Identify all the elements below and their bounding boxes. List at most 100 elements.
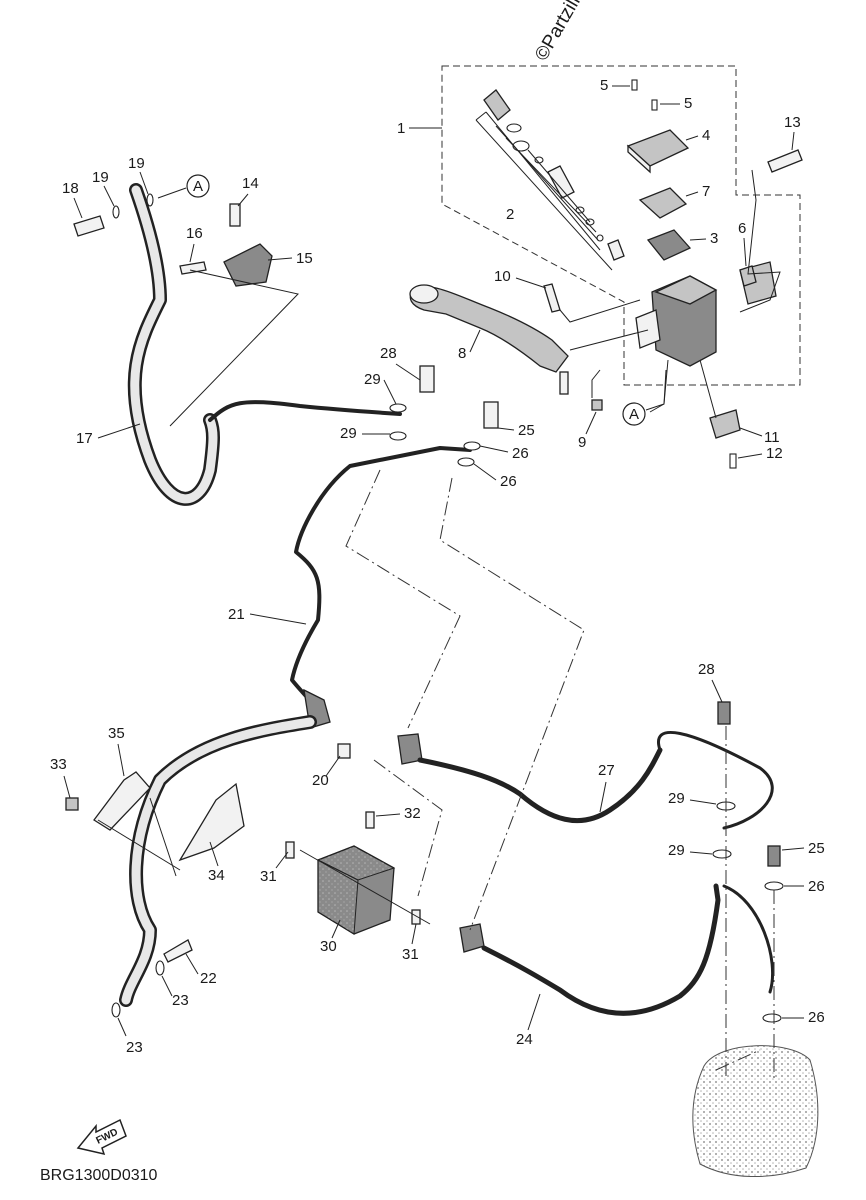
callout-19b: 19 — [128, 155, 145, 172]
callout-5b: 5 — [684, 95, 692, 112]
washer-23a — [155, 960, 165, 976]
washer-29b — [389, 431, 407, 441]
diaphragm-plate — [638, 187, 688, 219]
callout-28a: 28 — [380, 345, 397, 362]
bolt-28b — [717, 701, 731, 725]
callout-33: 33 — [50, 756, 67, 773]
hose-lower-left — [119, 715, 317, 1007]
callout-9: 9 — [578, 434, 586, 451]
reservoir-cap — [626, 129, 690, 174]
caliper-area — [692, 1045, 819, 1178]
washer-26c — [764, 881, 784, 891]
hose-24 — [459, 883, 775, 1016]
callout-23b: 23 — [126, 1039, 143, 1056]
diaphragm — [646, 229, 692, 261]
callout-31a: 31 — [260, 868, 277, 885]
clip-35 — [93, 771, 151, 831]
callout-19a: 19 — [92, 169, 109, 186]
callout-4: 4 — [702, 127, 710, 144]
hose-27 — [397, 730, 774, 830]
bolt-33 — [65, 797, 79, 811]
callout-8: 8 — [458, 345, 466, 362]
watermark: ©Partzilla.com — [531, 0, 611, 65]
callout-18: 18 — [62, 180, 79, 197]
reference-mark-a-right: A — [622, 369, 667, 426]
callout-25a: 25 — [518, 422, 535, 439]
bolt-25a — [483, 401, 499, 429]
screw-5b — [651, 99, 658, 111]
callout-28b: 28 — [698, 661, 715, 678]
bolt-28a — [419, 365, 435, 393]
callout-12: 12 — [766, 445, 783, 462]
callout-34: 34 — [208, 867, 225, 884]
brake-lever — [409, 284, 569, 395]
bolt-31b — [411, 909, 421, 925]
clamp-11 — [709, 409, 741, 439]
bolt-14 — [229, 203, 241, 227]
callout-15: 15 — [296, 250, 313, 267]
piston-kit — [483, 89, 625, 261]
callout-30: 30 — [320, 938, 337, 955]
bolt-32 — [365, 811, 375, 829]
brake-pipe-21 — [290, 446, 472, 729]
callout-35: 35 — [108, 725, 125, 742]
bracket-15-leader — [169, 269, 299, 427]
routing-lines — [345, 469, 775, 1080]
bolt-13 — [767, 149, 803, 173]
bracket-34 — [178, 782, 245, 862]
bolt-20 — [337, 743, 351, 759]
bolt-25b — [767, 845, 781, 867]
screw-12 — [729, 453, 737, 469]
bracket-15 — [223, 243, 273, 287]
callout-27: 27 — [598, 762, 615, 779]
bolt-22 — [163, 939, 193, 963]
hose-17 — [127, 183, 402, 506]
washer-23b — [111, 1002, 121, 1018]
lever-nut — [591, 399, 603, 411]
abs-unit — [316, 845, 396, 935]
callout-11: 11 — [764, 429, 780, 446]
bolt-18 — [73, 215, 105, 237]
callout-5a: 5 — [600, 77, 608, 94]
callout-29b: 29 — [340, 425, 357, 442]
washer-29d — [712, 849, 732, 859]
callout-23a: 23 — [172, 992, 189, 1009]
callout-31b: 31 — [402, 946, 419, 963]
callout-26d: 26 — [808, 1009, 825, 1026]
callout-3: 3 — [710, 230, 718, 247]
callout-10: 10 — [494, 268, 511, 285]
callout-labels: 1 2 3 4 5 5 6 7 8 9 10 11 12 13 14 15 16… — [50, 77, 825, 1056]
washer-26d — [762, 1013, 782, 1023]
callout-32: 32 — [404, 805, 421, 822]
fwd-arrow: FWD — [76, 1118, 127, 1156]
reference-mark-a-left: A — [157, 174, 210, 199]
callout-29a: 29 — [364, 371, 381, 388]
diagram-code: BRG1300D0310 — [40, 1167, 158, 1184]
callout-22: 22 — [200, 970, 217, 987]
callout-25b: 25 — [808, 840, 825, 857]
callout-7: 7 — [702, 183, 710, 200]
callout-21: 21 — [228, 606, 245, 623]
screw-5a — [631, 79, 638, 91]
washer-26a — [463, 441, 481, 451]
switch-6 — [739, 265, 757, 287]
callout-13: 13 — [784, 114, 801, 131]
callout-24: 24 — [516, 1031, 533, 1048]
callout-2: 2 — [506, 206, 514, 223]
washer-19b — [146, 193, 154, 207]
callout-29c: 29 — [668, 790, 685, 807]
assembly-boundary — [441, 65, 801, 386]
callout-29d: 29 — [668, 842, 685, 859]
lever-bolt — [543, 283, 561, 313]
callout-1: 1 — [397, 120, 405, 137]
callout-26c: 26 — [808, 878, 825, 895]
lower-leaders — [97, 797, 431, 925]
washer-26b — [457, 457, 475, 467]
bolt-16 — [179, 261, 207, 275]
svg-text:A: A — [193, 178, 203, 195]
callout-26a: 26 — [512, 445, 529, 462]
callout-20: 20 — [312, 772, 329, 789]
assembly-leaders — [559, 169, 781, 419]
washer-29a — [389, 403, 407, 413]
